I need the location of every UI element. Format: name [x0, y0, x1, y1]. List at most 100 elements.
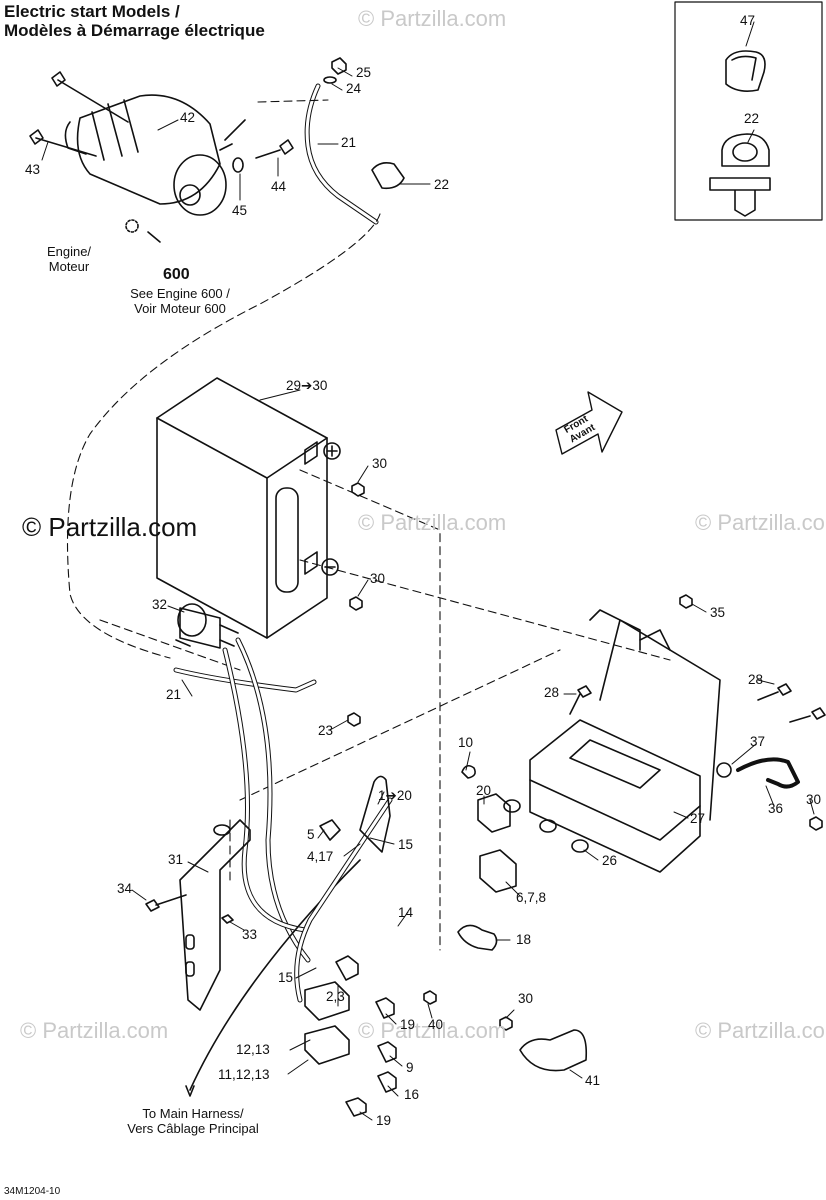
fuse-block-12-13 — [304, 981, 350, 1021]
relay-6-7-8-shape — [479, 849, 517, 893]
hose-18-shape — [457, 924, 498, 951]
callout-30-c: 30 — [806, 792, 822, 807]
callout-24: 24 — [346, 81, 362, 96]
callout-44: 44 — [271, 179, 287, 194]
clip-22-shape — [371, 162, 405, 190]
engine-label: Engine/ Moteur — [46, 244, 92, 274]
callout-4-17: 4,17 — [307, 849, 334, 864]
battery-tray-shape — [529, 609, 721, 873]
callout-14: 14 — [398, 905, 414, 920]
watermark-2: © Partzilla.com — [358, 510, 507, 535]
watermark-5: © Partzilla.com — [358, 1018, 507, 1043]
callout-6-7-8: 6,7,8 — [516, 890, 547, 905]
nut-30d-shape — [499, 1016, 513, 1031]
callout-36: 36 — [768, 801, 784, 816]
engine-ref-marker — [125, 219, 139, 233]
callout-10: 10 — [458, 735, 474, 750]
callout-31: 31 — [168, 852, 184, 867]
callout-40: 40 — [428, 1017, 444, 1032]
callout-12-13: 12,13 — [236, 1042, 270, 1057]
bolt-43a-shape — [51, 71, 129, 123]
front-arrow-shape — [555, 391, 623, 455]
callout-19-b: 19 — [376, 1113, 392, 1128]
callout-15-a: 15 — [398, 837, 414, 852]
callout-42: 42 — [180, 110, 196, 125]
callout-30-a: 30 — [372, 456, 388, 471]
fuse-19b-shape — [345, 1097, 367, 1117]
callout-5: 5 — [307, 827, 315, 842]
callout-29-30: 29➔30 — [286, 378, 328, 393]
grommet-26b — [539, 819, 557, 833]
connector-2-3 — [335, 955, 359, 981]
callout-22-inset: 22 — [744, 111, 760, 126]
callout-35: 35 — [710, 605, 726, 620]
callout-33: 33 — [242, 927, 258, 942]
callout-45: 45 — [232, 203, 248, 218]
cable-21-mid-shape — [173, 667, 317, 693]
main-harness-note: To Main Harness/ Vers Câblage Principal — [127, 1106, 259, 1136]
callout-32: 32 — [152, 597, 168, 612]
nut-30a-shape — [351, 482, 365, 497]
fuse-block-11-12-13 — [304, 1025, 350, 1065]
screw-28a-shape — [569, 685, 592, 715]
watermark-1: © Partzilla.com — [358, 6, 507, 31]
callout-21-top: 21 — [341, 135, 357, 150]
fuse-19a-shape — [375, 997, 395, 1019]
callout-20: 20 — [476, 783, 492, 798]
callout-23: 23 — [318, 723, 334, 738]
callout-41: 41 — [585, 1073, 601, 1088]
leader-lines — [66, 99, 671, 951]
callout-26: 26 — [602, 853, 618, 868]
cable-36-shape — [736, 757, 800, 789]
callout-9: 9 — [406, 1060, 414, 1075]
battery-shape — [156, 377, 328, 639]
callout-25: 25 — [356, 65, 372, 80]
watermark-6: © Partzilla.com — [695, 1018, 826, 1043]
callout-19-a: 19 — [400, 1017, 416, 1032]
callout-43: 43 — [25, 162, 41, 177]
callout-15-b: 15 — [278, 970, 294, 985]
washer-24-shape — [323, 76, 337, 84]
cable-21-top-shape — [304, 83, 379, 225]
callout-21-mid: 21 — [166, 687, 182, 702]
engine-number: 600 — [163, 266, 190, 283]
fuse-9-shape — [377, 1041, 397, 1063]
bracket-31-shape — [179, 819, 251, 1011]
callout-22: 22 — [434, 177, 450, 192]
callout-47: 47 — [740, 13, 756, 28]
callout-2-3: 2,3 — [326, 989, 345, 1004]
callout-30-b: 30 — [370, 571, 386, 586]
callout-34: 34 — [117, 881, 133, 896]
starter-motor-shape — [64, 94, 246, 216]
star-washer-37-shape — [716, 762, 732, 778]
inset-box — [674, 1, 823, 221]
watermark-3: © Partzilla.com — [695, 510, 826, 535]
bolt-43b-shape — [29, 129, 97, 157]
bolt-44-shape — [255, 139, 294, 159]
relay-holder-shape — [359, 775, 391, 853]
fuse-16-shape — [377, 1071, 397, 1093]
callout-37: 37 — [750, 734, 766, 749]
callout-1-20: 1➔20 — [378, 788, 412, 803]
diagram-title: Electric start Models / Modèles à Démarr… — [4, 2, 265, 40]
callout-18: 18 — [516, 932, 532, 947]
grommet-26a — [503, 799, 521, 813]
screw-28c-shape — [789, 707, 826, 723]
title-line-1: Electric start Models / — [4, 2, 180, 21]
diagram-code: 34M1204-10 — [4, 1186, 61, 1197]
screw-35-shape — [679, 594, 693, 609]
part-5-shape — [319, 819, 341, 841]
grommet-26c — [571, 839, 589, 853]
screw-28b-shape — [757, 683, 792, 701]
relay-20-shape — [477, 793, 511, 833]
callout-11-12-13: 11,12,13 — [218, 1067, 270, 1082]
nut-25-shape — [331, 57, 347, 75]
clip-22-inset-shape — [721, 133, 770, 167]
watermark-main: © Partzilla.com — [22, 512, 198, 542]
clip-47-shape — [725, 50, 766, 92]
plus-sign-shape — [323, 442, 341, 460]
callout-27: 27 — [690, 811, 706, 826]
nut-30b-shape — [349, 596, 363, 611]
callout-28-b: 28 — [748, 672, 764, 687]
